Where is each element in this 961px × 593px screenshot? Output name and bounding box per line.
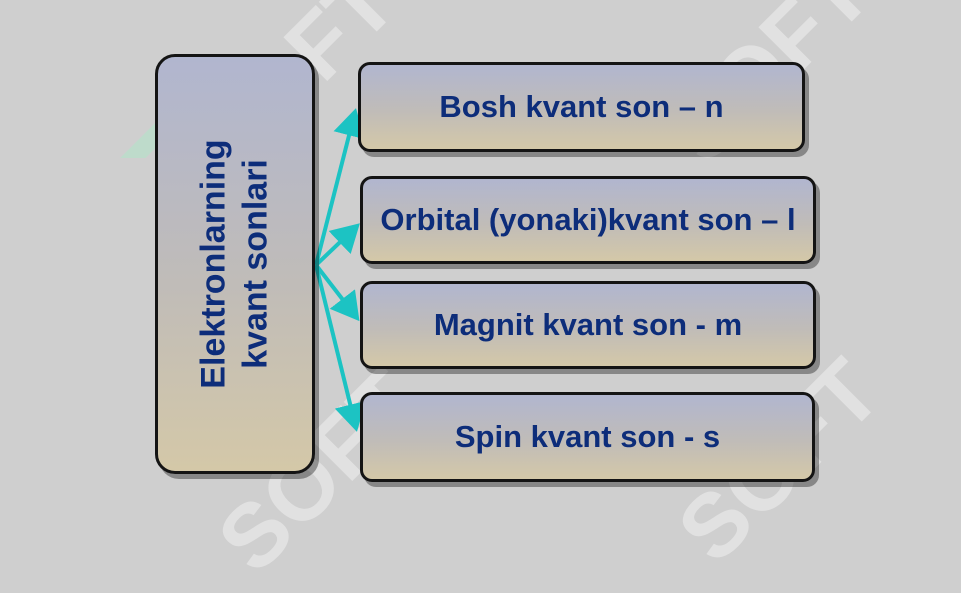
main-concept-line-1: Elektronlarning	[195, 139, 233, 389]
arrow-to-magnit	[314, 263, 360, 322]
branch-box-bosh: Bosh kvant son – n	[358, 62, 805, 152]
arrow-to-bosh	[314, 108, 365, 266]
branch-label-bosh: Bosh kvant son – n	[439, 89, 724, 124]
main-concept-box: Elektronlarning kvant sonlari	[155, 54, 315, 474]
branch-label-spin: Spin kvant son - s	[454, 419, 721, 454]
main-concept-line-2: kvant sonlari	[237, 159, 275, 369]
main-concept-label: Elektronlarning kvant sonlari	[193, 139, 277, 388]
arrow-to-spin	[314, 264, 366, 432]
branch-box-spin: Spin kvant son - s	[360, 392, 815, 482]
connector-arrows	[314, 108, 366, 432]
branch-label-orbital: Orbital (yonaki)kvant son – l	[380, 202, 796, 237]
branch-label-magnit: Magnit kvant son - m	[433, 307, 743, 342]
branch-box-magnit: Magnit kvant son - m	[360, 281, 816, 369]
branch-box-orbital: Orbital (yonaki)kvant son – l	[360, 176, 816, 264]
arrow-to-orbital	[314, 223, 360, 267]
